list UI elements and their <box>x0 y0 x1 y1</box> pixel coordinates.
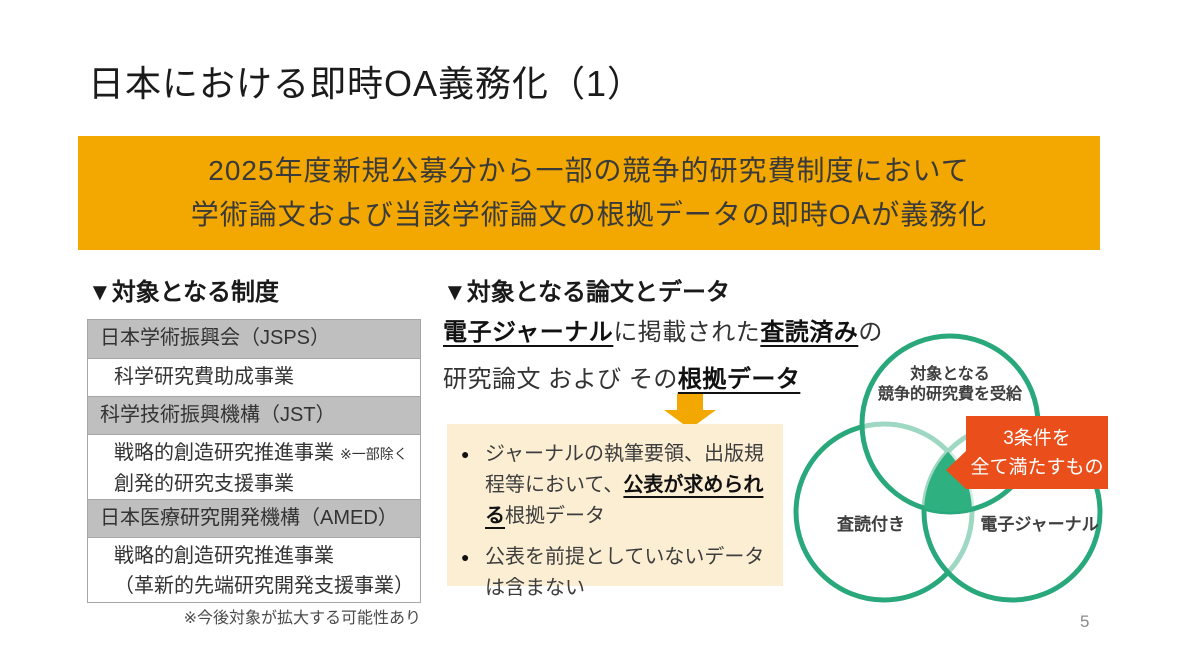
bullet-icon: ● <box>461 446 470 462</box>
program-line: （革新的先端研究開発支援事業） <box>114 575 414 597</box>
programs-table: 日本学術振興会（JSPS） 科学研究費助成事業 科学技術振興機構（JST） 戦略… <box>87 319 421 603</box>
list-item: ● 公表を前提としていないデータは含まない <box>461 542 771 604</box>
table-row-org: 日本医療研究開発機構（AMED） <box>88 499 420 537</box>
scope-term-evidence-data: 根拠データ <box>677 366 801 393</box>
highlight-banner: 2025年度新規公募分から一部の競争的研究費制度において 学術論文および当該学術… <box>78 136 1100 250</box>
section-heading-programs: ▼対象となる制度 <box>88 279 280 306</box>
callout-arrow-icon <box>946 451 966 489</box>
emphasized-phrase: 公表が求められる <box>485 474 764 527</box>
page-number: 5 <box>1080 612 1090 631</box>
table-footnote: ※今後対象が拡大する可能性あり <box>183 610 421 627</box>
banner-line-1: 2025年度新規公募分から一部の競争的研究費制度において <box>208 155 970 186</box>
table-row-org: 日本学術振興会（JSPS） <box>88 320 420 358</box>
program-note: ※一部除く <box>340 446 408 462</box>
scope-sentence-line-1: 電子ジャーナルに掲載された査読済みの <box>443 319 883 346</box>
page-title: 日本における即時OA義務化（1） <box>88 63 645 104</box>
venn-label-peer-review: 査読付き <box>837 515 905 534</box>
banner-line-2: 学術論文および当該学術論文の根拠データの即時OAが義務化 <box>190 199 988 230</box>
evidence-data-box: ● ジャーナルの執筆要領、出版規程等において、公表が求められる根拠データ ● 公… <box>447 424 783 599</box>
program-line: 戦略的創造研究推進事業 <box>114 545 334 567</box>
down-arrow-icon <box>664 394 716 429</box>
bullet-icon: ● <box>461 549 470 565</box>
list-item: ● ジャーナルの執筆要領、出版規程等において、公表が求められる根拠データ <box>461 439 771 532</box>
venn-label-funding: 対象となる 競争的研究費を受給 <box>877 366 1022 403</box>
table-row-org: 科学技術振興機構（JST） <box>88 396 420 434</box>
scope-term-peer-reviewed: 査読済み <box>760 319 859 346</box>
table-row-program: 戦略的創造研究推進事業※一部除く 創発的研究支援事業 <box>88 434 420 499</box>
conditions-callout: 3条件を 全て満たすもの <box>966 416 1108 489</box>
scope-term-ejournal: 電子ジャーナル <box>443 319 614 346</box>
section-heading-scope: ▼対象となる論文とデータ <box>443 279 731 306</box>
venn-label-ejournal: 電子ジャーナル <box>980 515 1099 534</box>
scope-sentence-line-2: 研究論文 および その根拠データ <box>443 366 801 393</box>
program-line: 創発的研究支援事業 <box>114 473 294 495</box>
table-row-program: 科学研究費助成事業 <box>88 358 420 396</box>
table-row-program: 戦略的創造研究推進事業 （革新的先端研究開発支援事業） <box>88 537 420 602</box>
program-line: 戦略的創造研究推進事業※一部除く <box>114 442 408 464</box>
